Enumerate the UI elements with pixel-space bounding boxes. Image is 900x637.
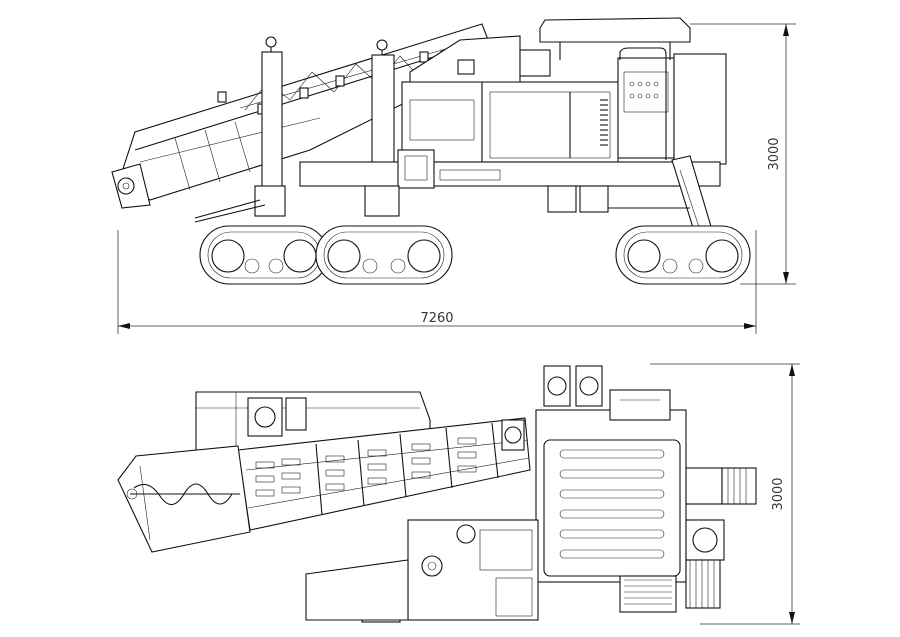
feeder-auger <box>117 445 251 553</box>
lower-panels <box>305 519 677 621</box>
radiator-unit <box>685 467 757 609</box>
grille <box>624 579 672 605</box>
side-view: 7260 3000 <box>111 17 796 334</box>
top-height-label: 3000 <box>771 477 786 510</box>
main-body <box>299 17 727 189</box>
crawler-tracks <box>199 225 751 285</box>
top-height-dimension: 3000 <box>650 363 800 625</box>
side-width-dimension: 7260 <box>117 230 757 334</box>
side-height-dimension: 3000 <box>690 23 796 285</box>
main-deck <box>535 389 687 583</box>
vent-louvres <box>600 99 608 146</box>
side-width-label: 7260 <box>420 311 453 326</box>
screen-slots <box>255 437 477 497</box>
side-height-label: 3000 <box>767 137 782 170</box>
top-view: 3000 <box>117 363 800 625</box>
mast <box>261 36 395 196</box>
